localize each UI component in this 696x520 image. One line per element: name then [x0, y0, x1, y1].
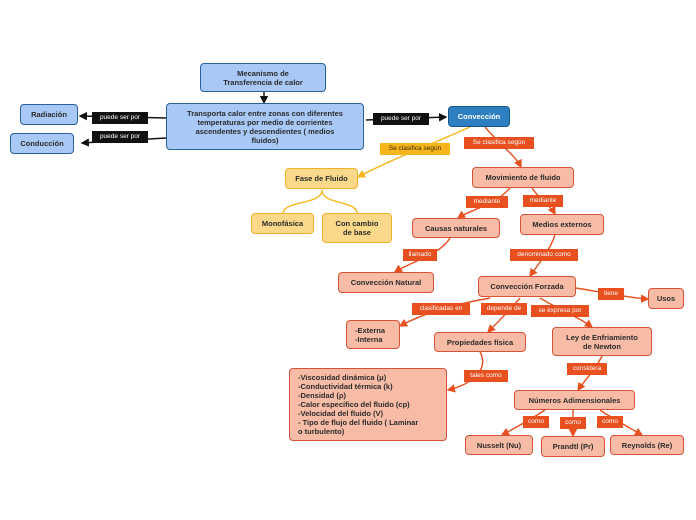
label-clasifica-movimiento: Se clasifica según [464, 137, 534, 149]
node-movimiento[interactable]: Movimiento de fluido [472, 167, 574, 188]
node-description[interactable]: Transporta calor entre zonas con diferen… [166, 103, 364, 150]
label-tiene: tiene [598, 288, 624, 300]
node-usos[interactable]: Usos [648, 288, 684, 309]
label-puede-conveccion: puede ser por [373, 113, 429, 125]
node-conveccion[interactable]: Convección [448, 106, 510, 127]
node-prandtl[interactable]: Prandtl (Pr) [541, 436, 605, 457]
label-como-reynolds: como [597, 416, 623, 428]
label-puede-conduccion: puede ser por [92, 131, 148, 143]
node-conveccion-natural[interactable]: Convección Natural [338, 272, 434, 293]
link-fase-cambio [321, 189, 358, 214]
node-nusselt[interactable]: Nusselt (Nu) [465, 435, 533, 455]
label-como-nusselt: como [523, 416, 549, 428]
label-clasificadas-en: clasificadas en [412, 303, 470, 315]
node-externa-interna[interactable]: -Externa -Interna [346, 320, 400, 349]
label-denominado: denominado como [510, 249, 578, 261]
label-como-prandtl: como [560, 417, 586, 429]
label-depende-de: depende de [481, 303, 527, 315]
node-causas-naturales[interactable]: Causas naturales [412, 218, 500, 238]
label-considera: considera [567, 363, 607, 375]
node-conveccion-forzada[interactable]: Convección Forzada [478, 276, 576, 297]
node-medios-externos[interactable]: Medios externos [520, 214, 604, 235]
label-puede-radiacion: puede ser por [92, 112, 148, 124]
link-numeros-nusselt [500, 409, 546, 436]
link-conveccion-movimiento [484, 126, 522, 169]
node-ley-enfriamiento[interactable]: Ley de Enfriamiento de Newton [552, 327, 652, 356]
label-tales-como: tales como [464, 370, 508, 382]
label-llamado: llamado [403, 249, 437, 261]
link-fase-monofasica [282, 189, 323, 214]
node-monofasica[interactable]: Monofásica [251, 213, 314, 234]
node-propiedades[interactable]: Propiedades física [434, 332, 526, 352]
node-numeros-adimensionales[interactable]: Números Adimensionales [514, 390, 635, 410]
node-root[interactable]: Mecanismo de Transferencia de calor [200, 63, 326, 92]
label-mediante-causas: mediante [466, 196, 508, 208]
label-mediante-medios: mediante [523, 195, 563, 207]
node-conduccion[interactable]: Conducción [10, 133, 74, 154]
node-reynolds[interactable]: Reynolds (Re) [610, 435, 684, 455]
node-fase-fluido[interactable]: Fase de Fluido [285, 168, 358, 189]
label-se-expresa: se expresa por [531, 305, 589, 317]
node-lista-propiedades[interactable]: -Viscosidad dinámica (μ) -Conductividad … [289, 368, 447, 441]
node-radiacion[interactable]: Radiación [20, 104, 78, 125]
label-clasifica-fase: Se clasifica según [380, 143, 450, 155]
link-forzada-propiedades [487, 297, 521, 333]
node-cambio-base[interactable]: Con cambio de base [322, 213, 392, 243]
